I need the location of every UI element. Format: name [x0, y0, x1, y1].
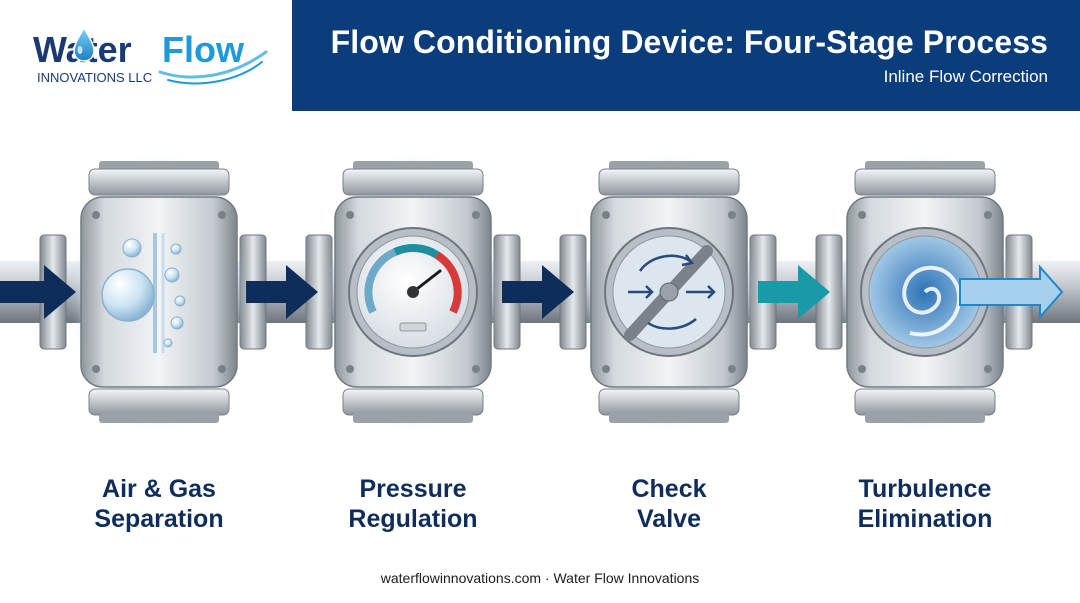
- stage-label-4: Turbulence Elimination: [805, 474, 1045, 534]
- logo-tagline: INNOVATIONS LLC: [37, 70, 152, 85]
- flow-arrow-icon: [0, 265, 76, 319]
- valve-unit-1: [79, 161, 239, 423]
- flow-arrow-icon: [758, 265, 830, 319]
- stage-label-line: Turbulence: [858, 475, 992, 503]
- stage-label-line: Pressure: [359, 475, 467, 503]
- footer-text: waterflowinnovations.com · Water Flow In…: [380, 570, 700, 586]
- logo-word-flow: Flow: [162, 29, 245, 70]
- stage-label-line: Air & Gas: [102, 475, 216, 503]
- flow-arrow-icon: [246, 265, 318, 319]
- logo-wave: [158, 50, 268, 79]
- stage-label-line: Check: [631, 475, 707, 503]
- water-drop-icon: [73, 26, 95, 62]
- stage-label-2: Pressure Regulation: [293, 474, 533, 534]
- flow-arrow-icon: [502, 265, 574, 319]
- stage-label-line: Elimination: [857, 505, 993, 533]
- vortex-icon: [860, 227, 1064, 357]
- page-title: Flow Conditioning Device: Four-Stage Pro…: [330, 24, 1048, 60]
- logo-wave: [167, 61, 263, 85]
- stage-label-line: Valve: [637, 505, 701, 533]
- pressure-gauge-icon: [348, 227, 478, 357]
- stage-label-1: Air & Gas Separation: [39, 474, 279, 534]
- company-logo: Water Flow INNOVATIONS LLC: [33, 26, 268, 85]
- check-valve-icon: [604, 227, 734, 357]
- stage-label-line: Separation: [94, 505, 224, 533]
- stage-label-3: Check Valve: [549, 474, 789, 534]
- page-subtitle: Inline Flow Correction: [883, 67, 1048, 86]
- header-banner: Flow Conditioning Device: Four-Stage Pro…: [292, 0, 1080, 111]
- stage-label-line: Regulation: [348, 505, 478, 533]
- bubbles-icon: [101, 233, 186, 353]
- pipeline-diagram: [0, 161, 1080, 423]
